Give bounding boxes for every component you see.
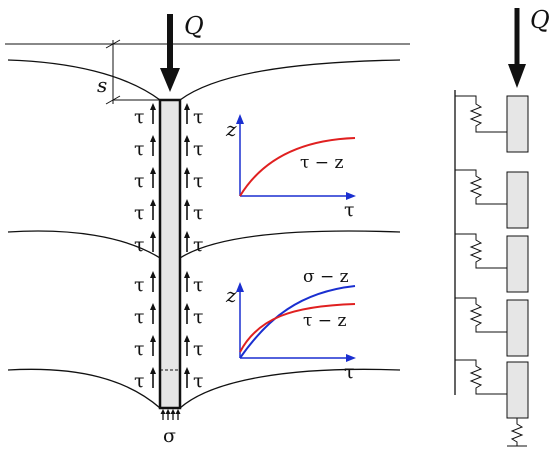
svg-text:τ: τ [193,370,204,392]
pile-segment [506,171,529,229]
soil-profile-top-right [179,59,401,101]
svg-text:τ − z: τ − z [303,311,346,331]
svg-text:τ: τ [134,338,145,360]
svg-text:τ: τ [193,170,204,192]
svg-text:z: z [225,283,237,307]
svg-text:τ: τ [193,274,204,296]
settlement-dimension [105,39,160,105]
soil-profile-bottom-right [179,368,401,409]
svg-text:τ: τ [193,306,204,328]
shear-labels-right: τ τ τ τ τ τ τ τ τ [193,106,204,392]
pile-segment [506,361,529,419]
tau-z-curve-2 [239,303,356,353]
svg-text:τ: τ [344,199,355,221]
spring-icon [455,95,527,447]
inset-chart-sigma-tau-z: z τ σ − z τ − z [225,267,356,383]
shear-arrows-right [184,103,190,388]
down-arrow-icon-model [508,8,526,88]
soil-profile-bottom-left [7,368,161,409]
down-arrow-icon [160,14,180,92]
svg-text:τ: τ [193,106,204,128]
soil-profile-mid-right [179,230,401,259]
shear-labels-left: τ τ τ τ τ τ τ τ τ [134,106,145,392]
svg-text:τ: τ [193,202,204,224]
base-stress-label: σ [163,425,176,447]
svg-text:τ: τ [193,138,204,160]
svg-text:τ: τ [344,361,355,383]
sigma-z-curve [239,285,356,359]
inset-chart-tau-z: z τ τ − z [225,114,356,221]
svg-text:τ − z: τ − z [300,153,343,173]
pile-segment [506,299,529,357]
svg-text:τ: τ [134,106,145,128]
svg-text:τ: τ [134,370,145,392]
svg-text:τ: τ [193,234,204,256]
soil-profile-mid-left [7,230,161,259]
svg-text:τ: τ [193,338,204,360]
svg-text:τ: τ [134,138,145,160]
svg-text:τ: τ [134,170,145,192]
pile-segment [506,95,529,153]
settlement-label: s [97,73,107,97]
pile [158,98,182,410]
spring-model: Q [454,6,550,447]
pile-segment [506,235,529,293]
svg-text:τ: τ [134,306,145,328]
load-label-main: Q [184,12,204,40]
svg-text:τ: τ [134,274,145,296]
tau-z-curve [239,137,356,197]
svg-text:τ: τ [134,202,145,224]
base-stress-arrows [160,409,181,420]
load-label-model: Q [530,6,550,34]
soil-profile-top-left [7,59,161,101]
svg-text:z: z [225,117,237,141]
svg-text:σ − z: σ − z [303,267,349,287]
shear-arrows-left [150,103,156,388]
svg-text:τ: τ [134,234,145,256]
